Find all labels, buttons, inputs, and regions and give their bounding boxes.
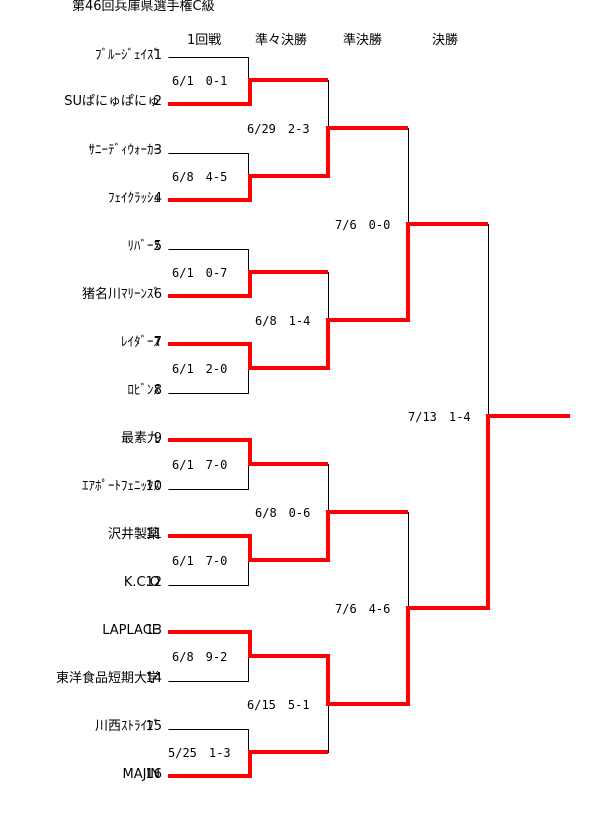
team-seed: 4 (153, 191, 162, 206)
team-seed: 8 (153, 383, 162, 398)
team-seed: 14 (145, 671, 162, 686)
team-name: 最素九 (120, 431, 160, 446)
match-result-r1: 6/1 0-7 (172, 266, 228, 280)
team-seed: 13 (145, 623, 162, 638)
team-seed: 2 (153, 94, 162, 109)
team-seed: 5 (153, 239, 162, 254)
team-name: ﾛﾋﾞﾝｽ (127, 383, 161, 398)
round-header-final: 決勝 (432, 33, 459, 48)
team-seed: 1 (153, 48, 162, 63)
match-result-qf: 6/15 5-1 (247, 698, 310, 712)
team-seed: 12 (145, 575, 162, 590)
team-seed: 7 (153, 335, 162, 350)
match-result-r1: 6/8 4-5 (172, 170, 228, 184)
team-name: SUぱにゅぱにゅ (64, 94, 160, 109)
team-name: ｻﾆｰﾃﾞｨｳｫｰｶｰ (88, 143, 161, 158)
team-seed: 16 (145, 767, 162, 782)
match-result-qf: 6/8 0-6 (255, 506, 311, 520)
round-header-sf: 準決勝 (343, 33, 383, 48)
team-name: 川西ｽﾄﾗｲﾌﾞ (94, 719, 160, 734)
team-seed: 11 (145, 527, 162, 542)
match-result-r1: 6/1 7-0 (172, 554, 228, 568)
team-name: MAJIN (122, 767, 160, 782)
team-name: K.C.O (123, 575, 160, 590)
team-name: ﾌｪｲｸﾗｯｼｭ (108, 191, 160, 206)
team-seed: 3 (153, 143, 162, 158)
match-result-sf: 7/6 0-0 (335, 218, 391, 232)
tournament-title: 第46回兵庫県選手権C級 (72, 0, 215, 14)
team-name: ﾘﾊﾞｰｽ (127, 239, 161, 254)
team-seed: 10 (145, 479, 162, 494)
team-seed: 9 (153, 431, 162, 446)
match-result-qf: 6/29 2-3 (247, 122, 310, 136)
team-name: 東洋食品短期大学 (55, 671, 160, 686)
team-name: ｴｱﾎﾟｰﾄﾌｪﾆｯｸｽ (82, 479, 160, 494)
match-result-r1: 6/1 7-0 (172, 458, 228, 472)
round-header-r1: 1回戦 (187, 33, 222, 48)
team-seed: 6 (153, 287, 162, 302)
match-result-r1: 6/1 2-0 (172, 362, 228, 376)
match-result-r1: 5/25 1-3 (168, 746, 231, 760)
match-result-r1: 6/1 0-1 (172, 74, 228, 88)
team-name: ﾌﾞﾙｰｼﾞｪｲｽﾞ (95, 48, 160, 63)
bracket-winning-paths (168, 78, 570, 778)
team-seed: 15 (145, 719, 162, 734)
team-name: 沢井製薬 (107, 527, 160, 542)
match-result-qf: 6/8 1-4 (255, 314, 311, 328)
match-result-sf: 7/6 4-6 (335, 602, 391, 616)
match-result-final: 7/13 1-4 (408, 410, 471, 424)
team-name: 猪名川ﾏﾘｰﾝｽﾞ (81, 287, 160, 302)
team-name: LAPLACE (102, 623, 160, 638)
match-result-r1: 6/8 9-2 (172, 650, 228, 664)
round-header-qf: 準々決勝 (255, 33, 308, 48)
team-name: ﾚｲﾀﾞｰｽ (121, 335, 160, 350)
